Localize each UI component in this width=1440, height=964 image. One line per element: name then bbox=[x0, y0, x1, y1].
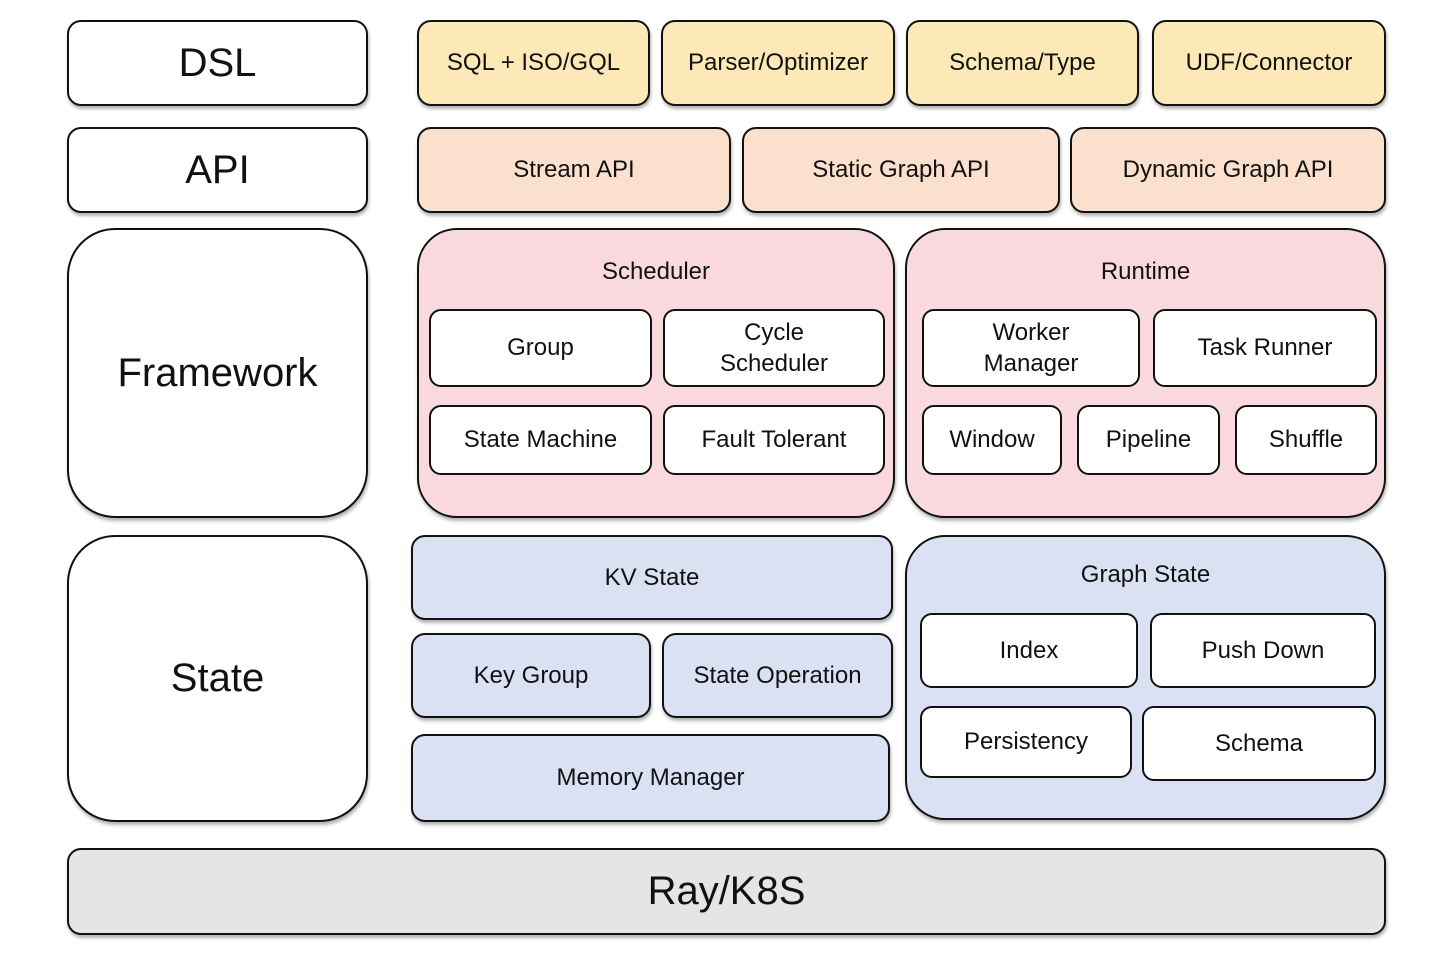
box-window-label: Window bbox=[949, 426, 1035, 454]
box-shuffle: Shuffle bbox=[1235, 405, 1377, 475]
box-memory-manager-label: Memory Manager bbox=[556, 764, 745, 791]
layer-state-label: State bbox=[170, 656, 265, 700]
box-parser-optimizer-label: Parser/Optimizer bbox=[687, 49, 869, 76]
layer-framework-label: Framework bbox=[117, 350, 318, 395]
box-stream-api: Stream API bbox=[417, 127, 731, 213]
box-shuffle-label: Shuffle bbox=[1268, 426, 1344, 454]
box-ray-k8s: Ray/K8S bbox=[67, 848, 1386, 935]
box-fault-tolerant: Fault Tolerant bbox=[663, 405, 885, 475]
box-udf-connector: UDF/Connector bbox=[1152, 20, 1386, 106]
box-parser-optimizer: Parser/Optimizer bbox=[661, 20, 895, 106]
box-pipeline-label: Pipeline bbox=[1105, 426, 1192, 454]
box-group-label: Group bbox=[507, 334, 574, 362]
box-worker-manager-label: Worker Manager bbox=[983, 318, 1079, 377]
box-kv-state-label: KV State bbox=[604, 563, 700, 591]
box-schema-label: Schema bbox=[1214, 729, 1304, 757]
box-key-group-label: Key Group bbox=[473, 661, 589, 689]
layer-dsl-label: DSL bbox=[178, 40, 257, 85]
box-ray-k8s-label: Ray/K8S bbox=[647, 869, 806, 913]
box-worker-manager: Worker Manager bbox=[922, 309, 1140, 387]
box-schema-type: Schema/Type bbox=[906, 20, 1139, 106]
box-cycle-scheduler-label: Cycle Scheduler bbox=[719, 318, 829, 377]
box-udf-connector-label: UDF/Connector bbox=[1185, 49, 1353, 76]
group-graph-state: Graph State Index Push Down Persistency … bbox=[905, 535, 1386, 820]
box-state-machine: State Machine bbox=[429, 405, 652, 475]
box-schema: Schema bbox=[1142, 706, 1376, 781]
box-memory-manager: Memory Manager bbox=[411, 734, 890, 822]
box-static-graph-api-label: Static Graph API bbox=[812, 156, 990, 183]
layer-api-label: API bbox=[185, 147, 250, 192]
group-graph-state-title: Graph State bbox=[1080, 561, 1211, 588]
box-dynamic-graph-api: Dynamic Graph API bbox=[1070, 127, 1386, 213]
box-fault-tolerant-label: Fault Tolerant bbox=[701, 426, 847, 454]
box-push-down: Push Down bbox=[1150, 613, 1376, 688]
box-key-group: Key Group bbox=[411, 633, 651, 718]
group-runtime-title: Runtime bbox=[1100, 258, 1191, 285]
group-runtime: Runtime Worker Manager Task Runner Windo… bbox=[905, 228, 1386, 518]
layer-dsl: DSL bbox=[67, 20, 368, 106]
box-window: Window bbox=[922, 405, 1062, 475]
box-task-runner-label: Task Runner bbox=[1197, 334, 1333, 362]
box-pipeline: Pipeline bbox=[1077, 405, 1220, 475]
box-sql-iso-gql-label: SQL + ISO/GQL bbox=[446, 49, 621, 76]
layer-state: State bbox=[67, 535, 368, 822]
box-kv-state: KV State bbox=[411, 535, 893, 620]
box-sql-iso-gql: SQL + ISO/GQL bbox=[417, 20, 650, 106]
group-scheduler-title: Scheduler bbox=[601, 258, 711, 285]
box-dynamic-graph-api-label: Dynamic Graph API bbox=[1122, 156, 1334, 183]
box-task-runner: Task Runner bbox=[1153, 309, 1377, 387]
box-static-graph-api: Static Graph API bbox=[742, 127, 1060, 213]
layer-framework: Framework bbox=[67, 228, 368, 518]
box-schema-type-label: Schema/Type bbox=[949, 49, 1096, 76]
box-state-machine-label: State Machine bbox=[463, 426, 618, 454]
box-cycle-scheduler: Cycle Scheduler bbox=[663, 309, 885, 387]
box-persistency-label: Persistency bbox=[963, 728, 1089, 756]
box-index-label: Index bbox=[999, 636, 1059, 664]
group-scheduler: Scheduler Group Cycle Scheduler State Ma… bbox=[417, 228, 895, 518]
box-index: Index bbox=[920, 613, 1138, 688]
box-state-operation-label: State Operation bbox=[693, 661, 862, 689]
box-group: Group bbox=[429, 309, 652, 387]
box-state-operation: State Operation bbox=[662, 633, 893, 718]
layer-api: API bbox=[67, 127, 368, 213]
box-stream-api-label: Stream API bbox=[513, 156, 635, 183]
box-push-down-label: Push Down bbox=[1201, 636, 1325, 664]
box-persistency: Persistency bbox=[920, 706, 1132, 778]
